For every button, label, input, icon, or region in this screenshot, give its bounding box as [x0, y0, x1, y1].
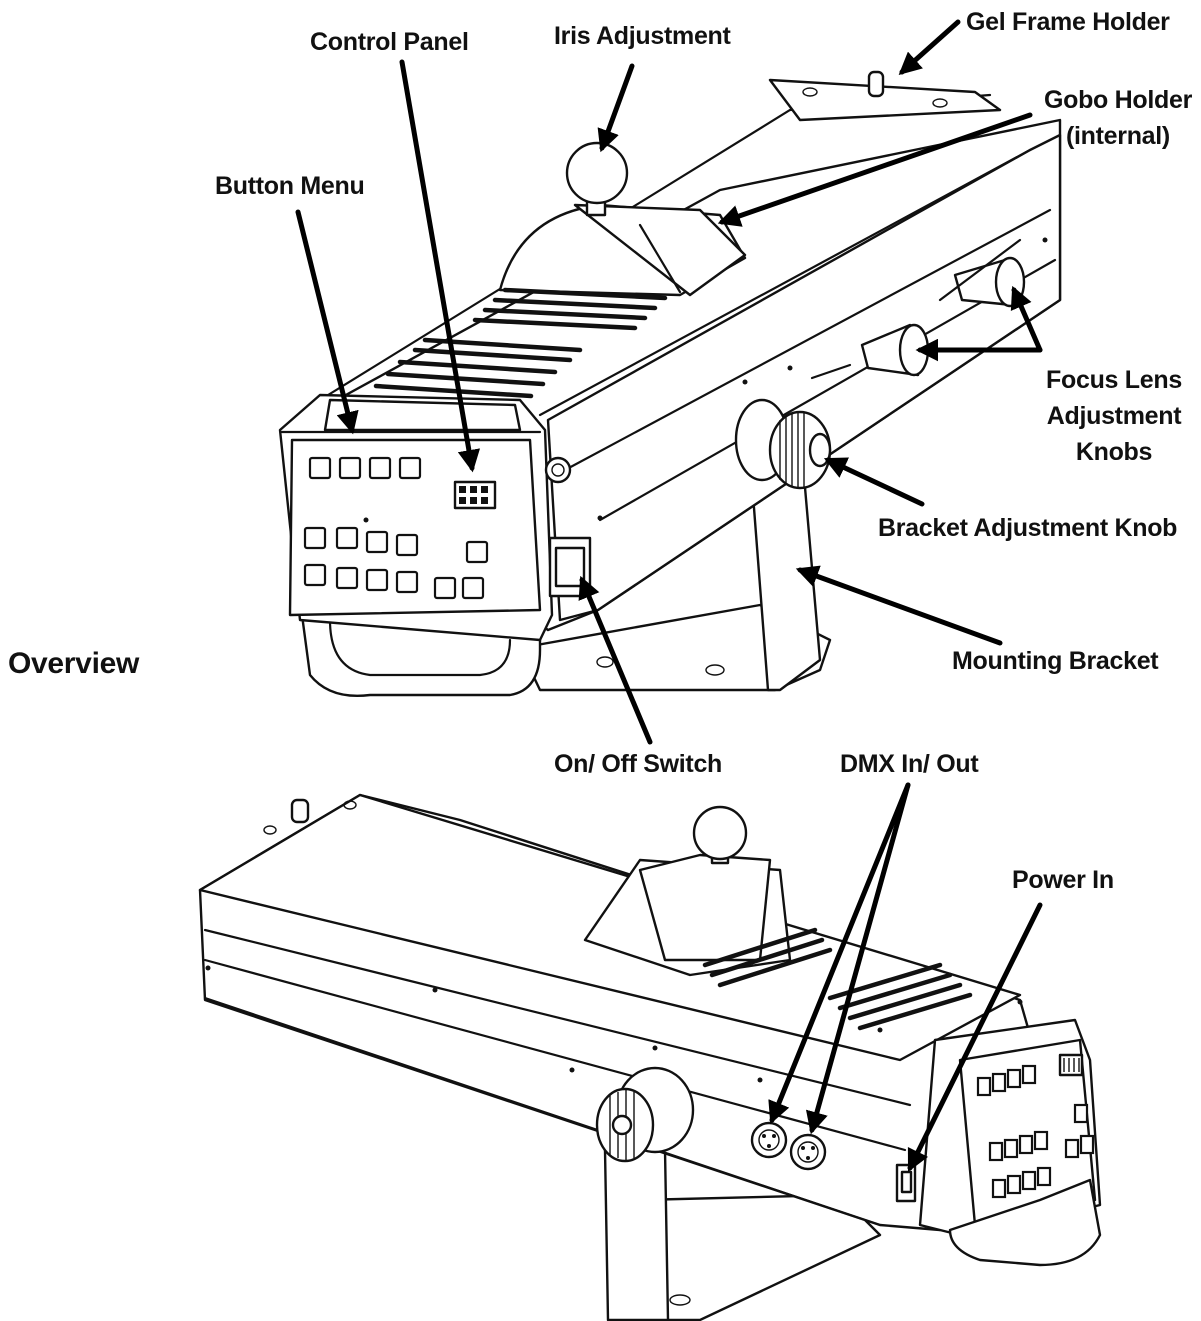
arrow-dmx-1: [768, 782, 911, 1125]
heading-overview: Overview: [8, 647, 140, 680]
label-iris-adjustment: Iris Adjustment: [554, 22, 731, 50]
arrow-on-off: [578, 575, 653, 745]
fixture-top-view: [278, 70, 1062, 697]
arrow-iris: [597, 63, 635, 153]
label-focus-lens-line3: Knobs: [1075, 438, 1153, 466]
label-button-menu: Button Menu: [215, 172, 365, 200]
label-control-panel: Control Panel: [310, 28, 469, 56]
button-grid-bottom: [976, 1064, 1095, 1199]
label-gobo-holder-line1: Gobo Holder: [1043, 86, 1193, 114]
arrow-gobo: [717, 112, 1033, 227]
arrow-gel-frame: [898, 19, 961, 75]
label-bracket-adjustment-knob: Bracket Adjustment Knob: [878, 514, 1178, 542]
button-grid: [303, 456, 489, 600]
dmx-connectors: [750, 1121, 827, 1171]
label-gobo-holder-line2: (internal): [1066, 122, 1170, 150]
arrow-control-panel: [399, 59, 481, 473]
arrow-mounting-bracket: [795, 565, 1003, 646]
arrow-power-in: [907, 902, 1043, 1173]
control-panel-display: [453, 480, 497, 510]
label-on-off-switch: On/ Off Switch: [554, 750, 723, 778]
label-gobo-holder: Gobo Holder (internal): [1038, 82, 1198, 154]
label-focus-lens-line1: Focus Lens: [1046, 366, 1182, 394]
label-focus-lens-knobs: Focus Lens Adjustment Knobs: [1032, 362, 1196, 470]
label-mounting-bracket: Mounting Bracket: [952, 647, 1159, 675]
vent-grille-top: [373, 287, 668, 399]
label-gel-frame-holder: Gel Frame Holder: [966, 8, 1170, 36]
vent-grille-bottom: [702, 927, 973, 1031]
arrow-button-menu: [295, 209, 359, 435]
arrow-focus-2: [1010, 285, 1043, 353]
label-dmx-in-out: DMX In/ Out: [840, 750, 979, 778]
label-focus-lens-line2: Adjustment: [1046, 402, 1182, 430]
callout-arrows: [295, 19, 1043, 1173]
label-power-in: Power In: [1012, 866, 1114, 894]
arrow-bracket-knob: [823, 457, 925, 507]
arrow-dmx-2: [805, 782, 911, 1135]
